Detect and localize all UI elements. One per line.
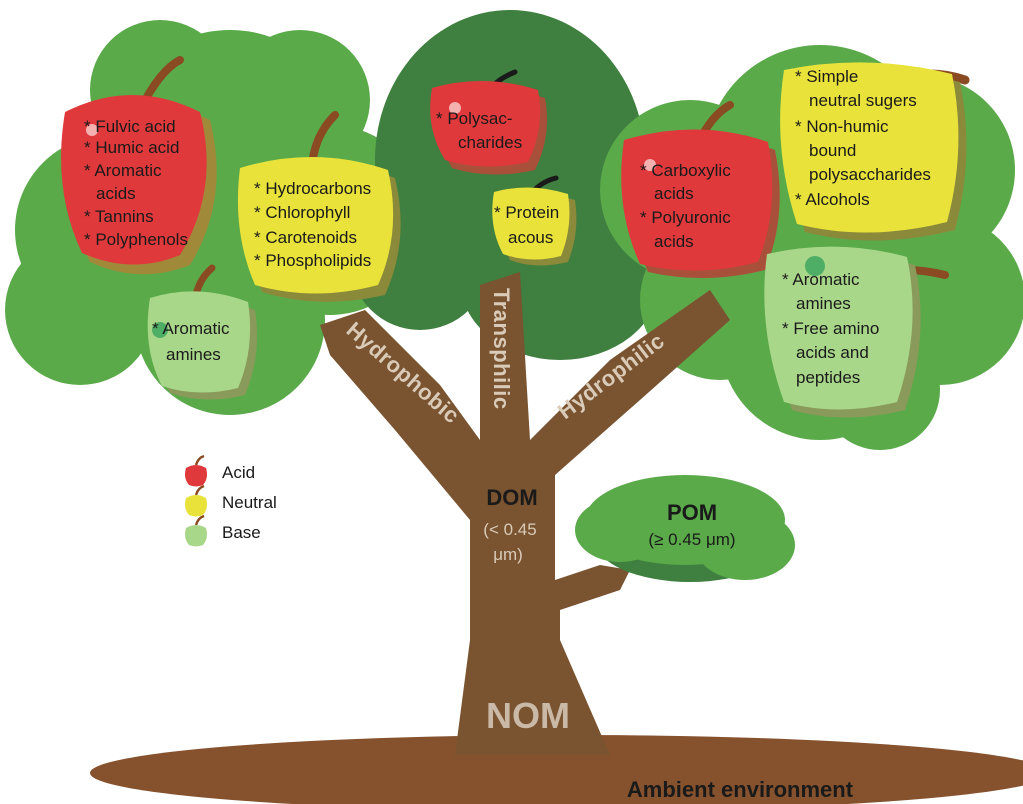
svg-text:* Carboxylic: * Carboxylic <box>640 161 731 180</box>
svg-text:amines: amines <box>796 294 851 313</box>
svg-text:* Hydrocarbons: * Hydrocarbons <box>254 179 371 198</box>
svg-text:* Polyuronic: * Polyuronic <box>640 208 731 227</box>
branch-label-transphilic: Transphilic <box>489 288 514 410</box>
tree-trunk <box>320 272 730 755</box>
fruit-acid-left-line3: * Aromatic <box>84 161 162 180</box>
svg-text:neutral sugers: neutral sugers <box>809 91 917 110</box>
svg-text:* Aromatic: * Aromatic <box>152 319 230 338</box>
legend-label-neutral: Neutral <box>222 493 277 512</box>
svg-text:* Carotenoids: * Carotenoids <box>254 228 357 247</box>
fruit-acid-center-line1: * Polysac- <box>436 109 513 128</box>
fruit-neutral-right-line4: bound <box>809 141 856 160</box>
svg-text:acids and: acids and <box>796 343 869 362</box>
svg-text:* Humic acid: * Humic acid <box>84 138 179 157</box>
fruit-neutral-center-line2: acous <box>508 228 553 247</box>
fruit-base-right-line3: * Free amino <box>782 319 879 338</box>
fruit-acid-left-line2: * Humic acid <box>84 138 179 157</box>
fruit-acid-left-line1: * Fulvic acid <box>84 117 176 136</box>
fruit-acid-left-line4: acids <box>96 184 136 203</box>
legend-label-acid: Acid <box>222 463 255 482</box>
legend-item-base: Base <box>185 514 261 547</box>
fruit-neutral-right-line6: * Alcohols <box>795 190 870 209</box>
svg-text:acids: acids <box>654 232 694 251</box>
svg-text:* Alcohols: * Alcohols <box>795 190 870 209</box>
fruit-neutral-left: * Hydrocarbons * Chlorophyll * Carotenoi… <box>237 111 401 302</box>
svg-text:* Phospholipids: * Phospholipids <box>254 251 371 270</box>
svg-text:* Free amino: * Free amino <box>782 319 879 338</box>
svg-text:bound: bound <box>809 141 856 160</box>
svg-text:* Chlorophyll: * Chlorophyll <box>254 203 350 222</box>
svg-text:* Tannins: * Tannins <box>84 207 154 226</box>
fruit-base-right: * Aromatic amines * Free amino acids and… <box>764 246 949 418</box>
legend-item-acid: Acid <box>185 454 255 487</box>
ground-ellipse <box>90 735 1023 804</box>
svg-text:charides: charides <box>458 133 522 152</box>
yellow-apple-icon <box>185 484 207 517</box>
ground-label: Ambient environment <box>627 777 854 802</box>
green-apple-icon <box>185 514 207 547</box>
fruit-neutral-left-line2: * Chlorophyll <box>254 203 350 222</box>
fruit-base-left-line2: amines <box>166 345 221 364</box>
legend: Acid Neutral Base <box>185 454 277 547</box>
fruit-acid-left-line5: * Tannins <box>84 207 154 226</box>
fruit-base-right-line4: acids and <box>796 343 869 362</box>
fruit-neutral-right-line1: * Simple <box>795 67 858 86</box>
fruit-neutral-right: * Simple neutral sugers * Non-humic boun… <box>780 62 970 241</box>
fruit-base-left-line1: * Aromatic <box>152 319 230 338</box>
pom-size: (≥ 0.45 μm) <box>648 530 735 549</box>
fruit-neutral-left-line4: * Phospholipids <box>254 251 371 270</box>
pom-title: POM <box>667 500 717 525</box>
fruit-acid-center-line2: charides <box>458 133 522 152</box>
legend-item-neutral: Neutral <box>185 484 277 517</box>
svg-text:* Polyphenols: * Polyphenols <box>84 230 188 249</box>
fruit-neutral-left-line1: * Hydrocarbons <box>254 179 371 198</box>
svg-text:* Non-humic: * Non-humic <box>795 117 889 136</box>
svg-text:acous: acous <box>508 228 553 247</box>
fruit-acid-right-line2: acids <box>654 184 694 203</box>
fruit-neutral-right-line2: neutral sugers <box>809 91 917 110</box>
fruit-base-right-line5: peptides <box>796 368 860 387</box>
fruit-acid-right-line4: acids <box>654 232 694 251</box>
fruit-base-right-line2: amines <box>796 294 851 313</box>
fruit-neutral-right-line5: polysaccharides <box>809 165 931 184</box>
fruit-acid-left-line6: * Polyphenols <box>84 230 188 249</box>
fruit-neutral-right-line3: * Non-humic <box>795 117 889 136</box>
fruit-neutral-center-line1: * Protein <box>494 203 559 222</box>
svg-text:* Polysac-: * Polysac- <box>436 109 513 128</box>
fruit-neutral-center: * Protein acous <box>492 175 577 266</box>
pom-cloud: POM (≥ 0.45 μm) <box>575 475 795 582</box>
fruit-acid-right-line1: * Carboxylic <box>640 161 731 180</box>
fruit-base-left: * Aromatic amines <box>147 264 258 400</box>
dom-size-line1: (< 0.45 <box>483 520 536 539</box>
fruit-neutral-left-line3: * Carotenoids <box>254 228 357 247</box>
svg-text:* Aromatic: * Aromatic <box>84 161 162 180</box>
fruit-base-right-line1: * Aromatic <box>782 270 860 289</box>
fruit-acid-right: * Carboxylic acids * Polyuronic acids <box>621 101 780 279</box>
svg-text:amines: amines <box>166 345 221 364</box>
legend-label-base: Base <box>222 523 261 542</box>
svg-text:polysaccharides: polysaccharides <box>809 165 931 184</box>
svg-text:* Simple: * Simple <box>795 67 858 86</box>
svg-text:peptides: peptides <box>796 368 860 387</box>
svg-text:* Protein: * Protein <box>494 203 559 222</box>
fruit-acid-left: * Fulvic acid * Humic acid * Aromatic ac… <box>61 56 217 275</box>
fruit-acid-right-line3: * Polyuronic <box>640 208 731 227</box>
red-apple-icon <box>185 454 207 487</box>
svg-text:acids: acids <box>96 184 136 203</box>
svg-text:* Aromatic: * Aromatic <box>782 270 860 289</box>
svg-text:* Fulvic acid: * Fulvic acid <box>84 117 176 136</box>
fruit-acid-center: * Polysac- charides <box>430 69 548 175</box>
nom-label: NOM <box>486 695 570 736</box>
svg-text:acids: acids <box>654 184 694 203</box>
dom-size-line2: μm) <box>493 545 523 564</box>
dom-title: DOM <box>486 485 537 510</box>
